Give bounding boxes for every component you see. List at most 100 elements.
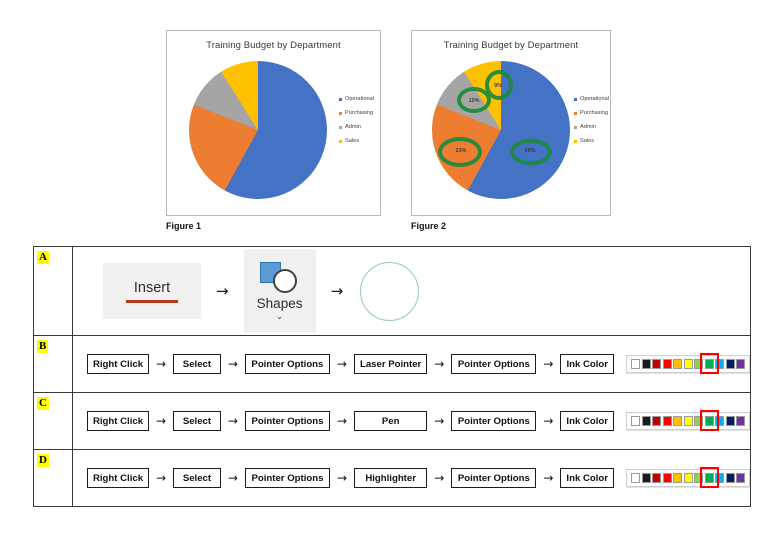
- color-swatch[interactable]: [652, 416, 661, 426]
- row-label-b: B: [37, 340, 49, 353]
- color-swatch[interactable]: [683, 359, 693, 369]
- row-content-c: Right Click → Select → Pointer Options →…: [72, 392, 751, 450]
- step-laser-pointer[interactable]: Laser Pointer: [353, 354, 428, 374]
- color-swatch[interactable]: [715, 359, 725, 369]
- step-ink-color[interactable]: Ink Color: [560, 468, 614, 488]
- color-swatch[interactable]: [662, 359, 672, 369]
- step-ink-color[interactable]: Ink Color: [560, 354, 615, 374]
- step-pen[interactable]: Pen: [354, 411, 428, 431]
- flow-arrow-icon: →: [434, 357, 445, 371]
- figure-1-block: Training Budget by Department Operationa…: [166, 30, 381, 231]
- step-ink-color[interactable]: Ink Color: [560, 411, 614, 431]
- legend-label-purchasing: Purchasing: [345, 109, 373, 116]
- figure-2-pie: 58% 23% 10% 9%: [432, 61, 570, 199]
- color-swatch[interactable]: [683, 473, 693, 483]
- flow-arrow-icon: →: [337, 414, 348, 428]
- legend-label-operational: Operational: [345, 96, 374, 102]
- color-swatch[interactable]: [641, 416, 651, 426]
- steps-table: A Insert → Shapes ⌄: [33, 246, 751, 507]
- step-right-click[interactable]: Right Click: [87, 468, 149, 488]
- legend-item: Purchasing: [574, 110, 609, 117]
- color-swatch[interactable]: [736, 359, 746, 369]
- pie-slices: [189, 61, 327, 199]
- color-swatch[interactable]: [662, 473, 672, 483]
- figure-2-chart-body: 58% 23% 10% 9% Operational: [412, 55, 610, 211]
- ink-color-palette-c[interactable]: [626, 410, 750, 431]
- step-pointer-options-2[interactable]: Pointer Options: [451, 354, 537, 374]
- figure-1-pie: [189, 61, 327, 199]
- figure-2-chart-title: Training Budget by Department: [443, 40, 579, 51]
- step-pointer-options-2[interactable]: Pointer Options: [451, 411, 537, 431]
- color-swatch[interactable]: [631, 416, 640, 426]
- color-swatch[interactable]: [662, 416, 672, 426]
- color-swatch[interactable]: [725, 359, 735, 369]
- figure-1-chart-frame: Training Budget by Department Operationa…: [166, 30, 381, 216]
- step-select[interactable]: Select: [173, 411, 221, 431]
- step-highlighter[interactable]: Highlighter: [354, 468, 428, 488]
- color-swatch[interactable]: [652, 359, 662, 369]
- color-swatch[interactable]: [652, 473, 661, 483]
- color-swatch[interactable]: [694, 359, 704, 369]
- color-swatch[interactable]: [704, 473, 714, 483]
- flow-arrow-icon: →: [216, 281, 229, 300]
- flow-arrow-icon: →: [156, 357, 167, 371]
- color-swatch[interactable]: [725, 473, 735, 483]
- ink-annotation-circle-operational: [510, 139, 552, 165]
- color-swatch[interactable]: [736, 416, 745, 426]
- color-swatch[interactable]: [683, 416, 693, 426]
- step-pointer-options-2[interactable]: Pointer Options: [451, 468, 537, 488]
- drawn-circle-shape[interactable]: [360, 261, 420, 321]
- color-swatch[interactable]: [673, 359, 683, 369]
- legend-item: Operational: [574, 96, 609, 103]
- color-swatch[interactable]: [704, 359, 714, 369]
- flow-arrow-icon: →: [434, 414, 445, 428]
- legend-label-admin: Admin: [345, 123, 361, 130]
- insert-tab-button[interactable]: Insert: [103, 263, 201, 319]
- legend-item: Operational: [339, 96, 374, 103]
- row-content-a: Insert → Shapes ⌄ →: [72, 246, 751, 336]
- step-right-click[interactable]: Right Click: [87, 411, 149, 431]
- step-select[interactable]: Select: [173, 468, 221, 488]
- figure-2-caption: Figure 2: [411, 221, 447, 231]
- flow-arrow-icon: →: [543, 471, 554, 485]
- row-label-a: A: [37, 251, 49, 264]
- color-swatch[interactable]: [694, 416, 703, 426]
- figure-2-block: Training Budget by Department 58% 23% 10…: [411, 30, 611, 231]
- ink-annotation-circle-purchasing: [438, 137, 482, 167]
- ink-annotation-circle-sales: [485, 70, 513, 100]
- color-swatch[interactable]: [631, 473, 640, 483]
- flow-arrow-icon: →: [434, 471, 445, 485]
- flow-arrow-icon: →: [156, 414, 167, 428]
- shapes-button-label: Shapes: [256, 296, 303, 311]
- legend-swatch-sales: [574, 140, 577, 143]
- step-select[interactable]: Select: [173, 354, 221, 374]
- legend-swatch-admin: [339, 126, 342, 130]
- ink-color-palette-d[interactable]: [626, 467, 750, 488]
- legend-label-admin: Admin: [580, 123, 596, 130]
- legend-swatch-admin: [574, 126, 577, 130]
- step-pointer-options[interactable]: Pointer Options: [244, 411, 330, 431]
- color-swatch[interactable]: [725, 416, 735, 426]
- figure-2-legend: Operational Purchasing Admin Sales: [574, 96, 609, 152]
- legend-item: Purchasing: [339, 109, 374, 117]
- ink-color-palette-b[interactable]: [626, 353, 751, 374]
- color-swatch[interactable]: [641, 359, 651, 369]
- color-swatch[interactable]: [704, 416, 714, 426]
- color-swatch[interactable]: [673, 416, 682, 426]
- shapes-button[interactable]: Shapes ⌄: [243, 249, 316, 333]
- step-pointer-options[interactable]: Pointer Options: [244, 468, 330, 488]
- flow-arrow-icon: →: [543, 357, 554, 371]
- step-pointer-options[interactable]: Pointer Options: [244, 354, 330, 374]
- color-swatch[interactable]: [641, 473, 651, 483]
- color-swatch[interactable]: [694, 473, 703, 483]
- step-right-click[interactable]: Right Click: [87, 354, 149, 374]
- color-swatch[interactable]: [736, 473, 745, 483]
- legend-swatch-purchasing: [574, 112, 577, 116]
- color-swatch[interactable]: [673, 473, 682, 483]
- circle-shape-icon: [272, 269, 297, 293]
- legend-item: Admin: [574, 123, 609, 131]
- flow-arrow-icon: →: [336, 357, 347, 371]
- color-swatch[interactable]: [715, 473, 724, 483]
- color-swatch[interactable]: [631, 359, 641, 369]
- color-swatch[interactable]: [715, 416, 724, 426]
